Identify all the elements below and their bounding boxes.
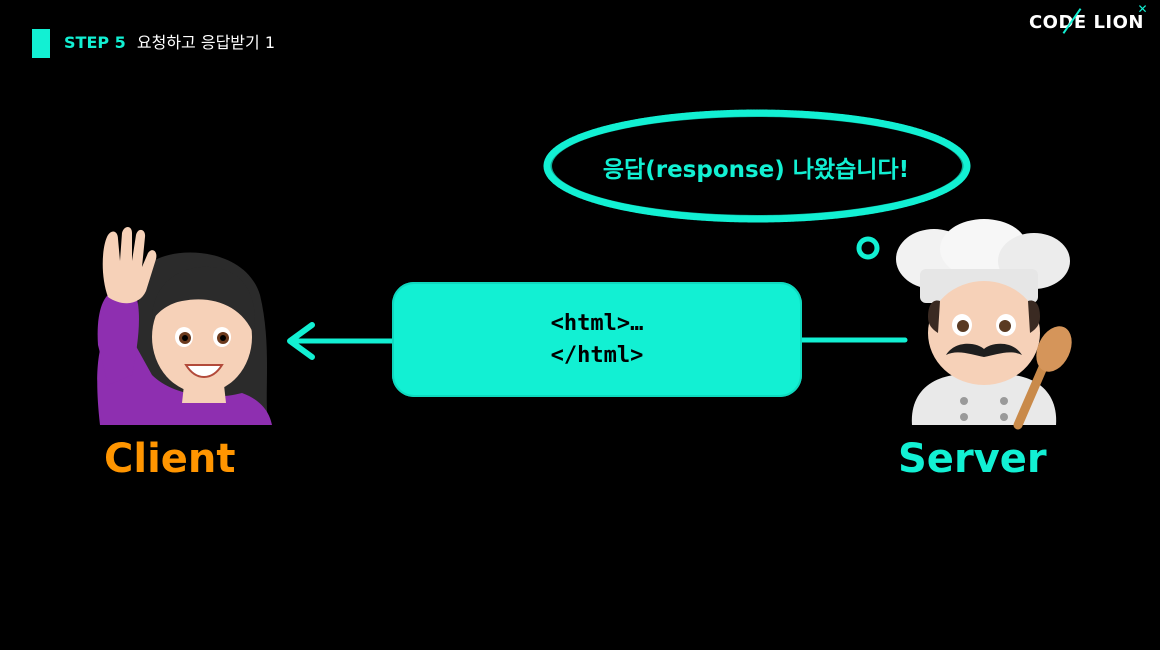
step-title: STEP 5 요청하고 응답받기 1 <box>64 33 275 53</box>
step-label: STEP 5 <box>64 33 126 52</box>
speech-bubble-text: 응답(response) 나왔습니다! <box>602 157 910 183</box>
server-figure <box>896 219 1072 430</box>
client-label: Client <box>104 436 236 482</box>
response-arrow-head <box>287 322 315 360</box>
speech-bubble-outline-inner <box>550 115 964 217</box>
code-line-close: </html> <box>550 342 644 368</box>
html-response-box: <html>… </html> <box>392 282 802 397</box>
speech-bubble <box>543 109 971 260</box>
logo-x-mark: ✕ <box>1137 2 1148 16</box>
step-indicator-bar <box>32 29 50 58</box>
logo-text: CODE LION <box>1028 12 1144 33</box>
brand-logo: CODE LION ✕ <box>1028 2 1148 34</box>
step-description: 요청하고 응답받기 1 <box>136 33 276 52</box>
speech-bubble-tail <box>856 236 880 260</box>
code-line-open: <html>… <box>550 310 644 336</box>
server-label: Server <box>898 436 1047 482</box>
speech-bubble-outline <box>543 109 971 223</box>
client-figure <box>97 227 272 425</box>
